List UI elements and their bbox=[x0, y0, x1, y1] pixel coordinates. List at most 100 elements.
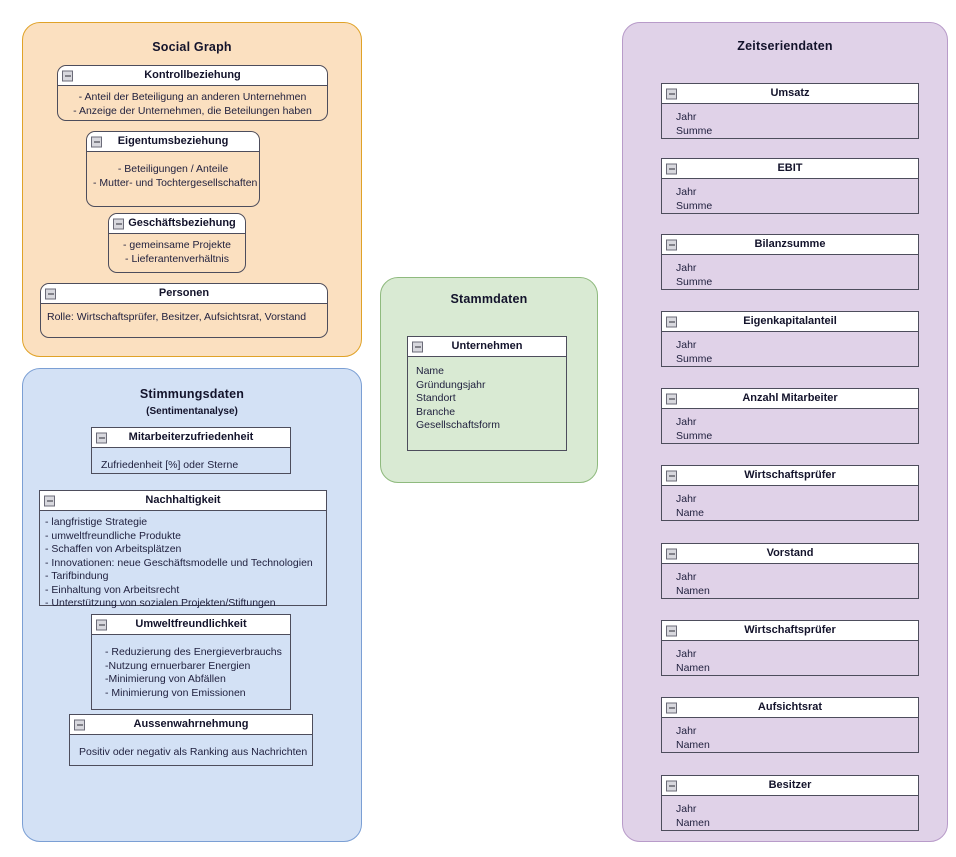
box-header-vorstand[interactable]: Vorstand bbox=[662, 544, 918, 564]
collapse-minus-icon[interactable] bbox=[666, 163, 677, 174]
box-eigentumsbeziehung[interactable]: Eigentumsbeziehung - Beteiligungen / Ant… bbox=[86, 131, 260, 207]
collapse-minus-icon[interactable] bbox=[91, 136, 102, 147]
box-header-nachhaltigkeit[interactable]: Nachhaltigkeit bbox=[40, 491, 326, 511]
box-umsatz[interactable]: Umsatz Jahr Summe bbox=[661, 83, 919, 139]
box-header-aussenwahrnehmung[interactable]: Aussenwahrnehmung bbox=[70, 715, 312, 735]
box-anzahl-mitarbeiter[interactable]: Anzahl Mitarbeiter Jahr Summe bbox=[661, 388, 919, 444]
body-line: - Anzeige der Unternehmen, die Beteilung… bbox=[73, 104, 312, 117]
box-ebit[interactable]: EBIT Jahr Summe bbox=[661, 158, 919, 214]
box-title: Mitarbeiterzufriedenheit bbox=[128, 431, 254, 443]
collapse-minus-icon[interactable] bbox=[666, 88, 677, 99]
box-title: Nachhaltigkeit bbox=[145, 494, 221, 506]
box-nachhaltigkeit[interactable]: Nachhaltigkeit - langfristige Strategie … bbox=[39, 490, 327, 609]
box-personen[interactable]: Personen Rolle: Wirtschaftsprüfer, Besit… bbox=[40, 283, 328, 338]
box-vorstand[interactable]: Vorstand Jahr Namen bbox=[661, 543, 919, 599]
collapse-minus-icon[interactable] bbox=[74, 719, 85, 730]
body-line: Jahr bbox=[676, 803, 697, 815]
box-header-kontrollbeziehung[interactable]: Kontrollbeziehung bbox=[58, 66, 327, 86]
box-body: Jahr Summe bbox=[662, 179, 918, 218]
body-line: Summe bbox=[676, 275, 713, 288]
collapse-minus-icon[interactable] bbox=[45, 288, 56, 299]
box-header-anzahl-mitarbeiter[interactable]: Anzahl Mitarbeiter bbox=[662, 389, 918, 409]
collapse-minus-icon[interactable] bbox=[96, 619, 107, 630]
collapse-minus-icon[interactable] bbox=[666, 625, 677, 636]
box-header-umsatz[interactable]: Umsatz bbox=[662, 84, 918, 104]
box-wirtschaftspruefer-namen[interactable]: Wirtschaftsprüfer Jahr Namen bbox=[661, 620, 919, 676]
collapse-minus-icon[interactable] bbox=[412, 341, 423, 352]
box-title: Bilanzsumme bbox=[754, 238, 826, 250]
box-bilanzsumme[interactable]: Bilanzsumme Jahr Summe bbox=[661, 234, 919, 290]
collapse-minus-icon[interactable] bbox=[113, 218, 124, 229]
box-title: Eigenkapitalanteil bbox=[743, 315, 837, 327]
box-header-wirtschaftspruefer-name[interactable]: Wirtschaftsprüfer bbox=[662, 466, 918, 486]
box-header-mitarbeiterzufriedenheit[interactable]: Mitarbeiterzufriedenheit bbox=[92, 428, 290, 448]
box-title: Unternehmen bbox=[451, 340, 523, 352]
body-line: Branche bbox=[416, 405, 456, 418]
body-line: - umweltfreundliche Produkte bbox=[45, 529, 181, 542]
box-besitzer[interactable]: Besitzer Jahr Namen bbox=[661, 775, 919, 831]
body-line: -Minimierung von Abfällen bbox=[105, 673, 226, 685]
collapse-minus-icon[interactable] bbox=[666, 316, 677, 327]
body-line: Namen bbox=[676, 661, 710, 674]
box-body: - Beteiligungen / Anteile - Mutter- und … bbox=[87, 152, 259, 195]
box-header-bilanzsumme[interactable]: Bilanzsumme bbox=[662, 235, 918, 255]
box-geschaeftsbeziehung[interactable]: Geschäftsbeziehung - gemeinsame Projekte… bbox=[108, 213, 246, 273]
body-line: Summe bbox=[676, 199, 713, 212]
box-aussenwahrnehmung[interactable]: Aussenwahrnehmung Positiv oder negativ a… bbox=[69, 714, 313, 766]
collapse-minus-icon[interactable] bbox=[666, 702, 677, 713]
panel-zeitseriendaten[interactable]: Zeitseriendaten Umsatz Jahr Summe EBIT J… bbox=[622, 22, 948, 842]
box-title: Besitzer bbox=[768, 779, 812, 791]
collapse-minus-icon[interactable] bbox=[96, 432, 107, 443]
panel-subtitle-stimmungsdaten: (Sentimentanalyse) bbox=[146, 406, 238, 417]
box-header-unternehmen[interactable]: Unternehmen bbox=[408, 337, 566, 357]
body-line: Standort bbox=[416, 392, 456, 404]
box-umweltfreundlichkeit[interactable]: Umweltfreundlichkeit - Reduzierung des E… bbox=[91, 614, 291, 710]
box-title: Wirtschaftsprüfer bbox=[744, 469, 836, 481]
collapse-minus-icon[interactable] bbox=[666, 470, 677, 481]
box-body: Jahr Namen bbox=[662, 718, 918, 757]
collapse-minus-icon[interactable] bbox=[666, 239, 677, 250]
box-eigenkapitalanteil[interactable]: Eigenkapitalanteil Jahr Summe bbox=[661, 311, 919, 367]
box-header-personen[interactable]: Personen bbox=[41, 284, 327, 304]
box-title: Wirtschaftsprüfer bbox=[744, 624, 836, 636]
collapse-minus-icon[interactable] bbox=[44, 495, 55, 506]
body-line: -Nutzung ernuerbarer Energien bbox=[105, 659, 251, 672]
box-kontrollbeziehung[interactable]: Kontrollbeziehung - Anteil der Beteiligu… bbox=[57, 65, 328, 121]
box-header-umweltfreundlichkeit[interactable]: Umweltfreundlichkeit bbox=[92, 615, 290, 635]
box-header-geschaeftsbeziehung[interactable]: Geschäftsbeziehung bbox=[109, 214, 245, 234]
box-header-eigenkapitalanteil[interactable]: Eigenkapitalanteil bbox=[662, 312, 918, 332]
box-title: Aussenwahrnehmung bbox=[133, 718, 249, 730]
panel-stimmungsdaten[interactable]: Stimmungsdaten (Sentimentanalyse) Mitarb… bbox=[22, 368, 362, 842]
box-body: - langfristige Strategie - umweltfreundl… bbox=[40, 511, 326, 616]
box-mitarbeiterzufriedenheit[interactable]: Mitarbeiterzufriedenheit Zufriedenheit [… bbox=[91, 427, 291, 474]
panel-stammdaten[interactable]: Stammdaten Unternehmen Name Gründungsjah… bbox=[380, 277, 598, 483]
panel-social-graph[interactable]: Social Graph Kontrollbeziehung - Anteil … bbox=[22, 22, 362, 357]
body-line: Gesellschaftsform bbox=[416, 419, 501, 431]
body-line: - Lieferantenverhältnis bbox=[125, 252, 229, 265]
collapse-minus-icon[interactable] bbox=[62, 70, 73, 81]
body-line: - langfristige Strategie bbox=[45, 516, 148, 528]
box-body: Zufriedenheit [%] oder Sterne bbox=[92, 448, 290, 478]
box-unternehmen[interactable]: Unternehmen Name Gründungsjahr Standort … bbox=[407, 336, 567, 451]
box-header-besitzer[interactable]: Besitzer bbox=[662, 776, 918, 796]
panel-title-stammdaten: Stammdaten bbox=[450, 292, 528, 306]
box-aufsichtsrat[interactable]: Aufsichtsrat Jahr Namen bbox=[661, 697, 919, 753]
box-header-aufsichtsrat[interactable]: Aufsichtsrat bbox=[662, 698, 918, 718]
box-header-wirtschaftspruefer-namen[interactable]: Wirtschaftsprüfer bbox=[662, 621, 918, 641]
box-wirtschaftspruefer-name[interactable]: Wirtschaftsprüfer Jahr Name bbox=[661, 465, 919, 521]
box-header-ebit[interactable]: EBIT bbox=[662, 159, 918, 179]
collapse-minus-icon[interactable] bbox=[666, 393, 677, 404]
box-body: Rolle: Wirtschaftsprüfer, Besitzer, Aufs… bbox=[41, 304, 327, 330]
body-line: Jahr bbox=[676, 339, 697, 351]
collapse-minus-icon[interactable] bbox=[666, 780, 677, 791]
box-body: - Reduzierung des Energieverbrauchs -Nut… bbox=[92, 635, 290, 705]
collapse-minus-icon[interactable] bbox=[666, 548, 677, 559]
box-body: Name Gründungsjahr Standort Branche Gese… bbox=[408, 357, 566, 438]
box-header-eigentumsbeziehung[interactable]: Eigentumsbeziehung bbox=[87, 132, 259, 152]
box-title: Aufsichtsrat bbox=[757, 701, 823, 713]
body-line: Jahr bbox=[676, 186, 697, 198]
body-line: Jahr bbox=[676, 111, 697, 123]
body-line: - Mutter- und Tochtergesellschaften bbox=[93, 176, 258, 189]
box-title: Umweltfreundlichkeit bbox=[135, 618, 247, 630]
